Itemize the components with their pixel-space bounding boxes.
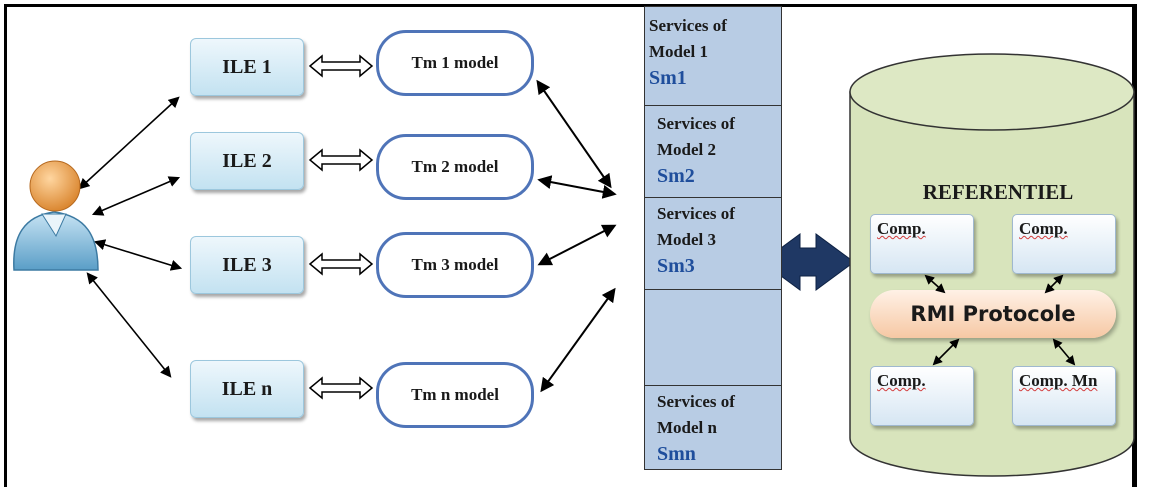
service-n-code: Smn	[657, 443, 696, 465]
service-2-code: Sm2	[657, 165, 695, 187]
services-divider	[645, 385, 781, 386]
user-ile2-arrow	[91, 176, 181, 216]
services-column: Services of Model 1 Sm1 Services of Mode…	[644, 6, 782, 470]
service-model-1: Services of Model 1 Sm1	[649, 13, 727, 91]
service-3-line1: Services of	[657, 204, 735, 223]
service-1-line2: Model 1	[649, 42, 709, 61]
component-box: Comp.	[1012, 214, 1116, 274]
comp1-rmi-arrow	[924, 274, 946, 294]
service-2-line2: Model 2	[657, 140, 717, 159]
ile3-tm3-double-arrow	[308, 252, 374, 276]
service-3-line2: Model 3	[657, 230, 717, 249]
user-ile1-arrow	[78, 96, 180, 190]
service-n-line2: Model n	[657, 418, 717, 437]
tm1-services-arrow	[536, 79, 612, 189]
tm-2-label: Tm 2 model	[411, 157, 499, 176]
referentiel-title: REFERENTIEL	[922, 180, 1074, 204]
tm-3-oval: Tm 3 model	[376, 232, 534, 298]
ile-2-label: ILE 2	[222, 149, 272, 172]
ile-1-label: ILE 1	[222, 55, 272, 78]
tmn-services-arrow	[540, 287, 616, 393]
rmi-protocol-label: RMI Protocole	[910, 302, 1076, 326]
service-3-code: Sm3	[657, 255, 695, 277]
service-model-n: Services of Model n Smn	[657, 389, 735, 467]
user-ilen-arrow	[86, 272, 172, 378]
service-1-line1: Services of	[649, 16, 727, 35]
ile-2-box: ILE 2	[190, 132, 304, 190]
services-divider	[645, 289, 781, 290]
comp2-rmi-arrow	[1044, 274, 1064, 294]
service-model-3: Services of Model 3 Sm3	[657, 201, 735, 279]
ile-1-box: ILE 1	[190, 38, 304, 96]
tm2-services-arrow	[537, 175, 617, 199]
service-n-line1: Services of	[657, 392, 735, 411]
ile-n-label: ILE n	[221, 377, 273, 400]
component-label: Comp.	[877, 371, 926, 390]
tm-3-label: Tm 3 model	[411, 255, 499, 274]
services-divider	[645, 197, 781, 198]
ilen-tmn-double-arrow	[308, 376, 374, 400]
rmi-protocol-bar: RMI Protocole	[870, 290, 1116, 338]
component-box: Comp.	[870, 214, 974, 274]
ile1-tm1-double-arrow	[308, 54, 374, 78]
tm3-services-arrow	[537, 224, 617, 266]
component-label: Comp.	[1019, 219, 1068, 238]
service-model-2: Services of Model 2 Sm2	[657, 111, 735, 189]
ile-3-label: ILE 3	[222, 253, 272, 276]
comp3-rmi-arrow	[932, 338, 960, 366]
tm-n-oval: Tm n model	[376, 362, 534, 428]
service-1-code: Sm1	[649, 67, 687, 89]
tm-n-label: Tm n model	[411, 385, 499, 404]
ile2-tm2-double-arrow	[308, 148, 374, 172]
component-box: Comp.	[870, 366, 974, 426]
compmn-rmi-arrow	[1052, 338, 1076, 366]
tm-2-oval: Tm 2 model	[376, 134, 534, 200]
tm-1-oval: Tm 1 model	[376, 30, 534, 96]
tm-1-label: Tm 1 model	[411, 53, 499, 72]
component-label: Comp.	[877, 219, 926, 238]
ile-3-box: ILE 3	[190, 236, 304, 294]
services-divider	[645, 105, 781, 106]
component-mn-box: Comp. Mn	[1012, 366, 1116, 426]
user-ile3-arrow	[93, 239, 183, 271]
service-2-line1: Services of	[657, 114, 735, 133]
component-mn-label: Comp. Mn	[1019, 371, 1098, 390]
ile-n-box: ILE n	[190, 360, 304, 418]
